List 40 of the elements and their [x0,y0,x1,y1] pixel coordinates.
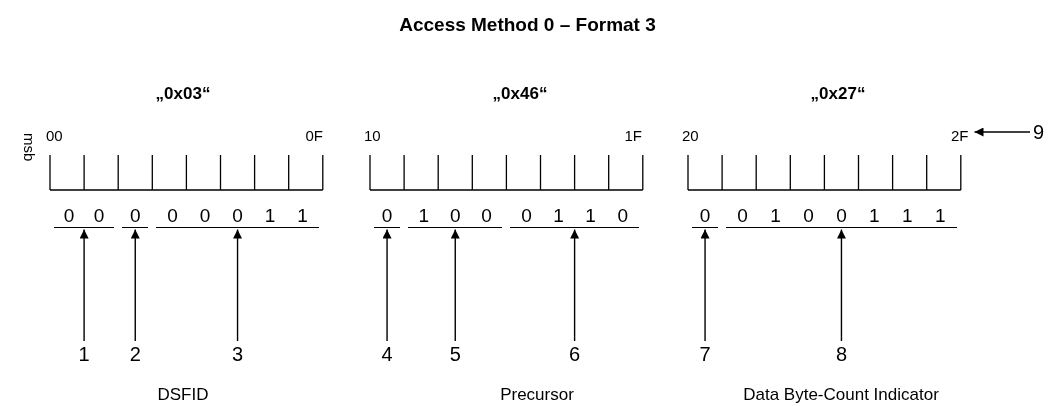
arrow [973,127,1031,137]
arrow [233,228,243,342]
callout-number: 5 [440,343,471,365]
byte-value: „0x46“ [492,84,548,104]
callout-number: 3 [222,343,253,365]
bit-field: 0 [122,205,149,228]
bit-field: 1 0 0 [408,205,503,228]
address-label: 20 [682,127,699,145]
bit-field: 0 1 1 0 [510,205,639,228]
bit-field: 0 0 [54,205,115,228]
callout-number: 9 [1033,121,1045,143]
callout-number: 1 [69,343,100,365]
bit-field: 0 0 0 1 1 [156,205,319,228]
address-label: 1F [624,127,642,145]
arrow [79,228,89,342]
callout-number: 6 [559,343,590,365]
arrow [700,228,710,342]
bit-field: 0 [692,205,719,228]
arrow [836,228,846,342]
callout-number: 8 [826,343,857,365]
callout-number: 4 [372,343,403,365]
diagram-title: Access Method 0 – Format 3 [398,14,657,36]
bit-field: 0 [374,205,401,228]
address-label: 00 [46,127,63,145]
bit-field: 0 1 0 0 1 1 1 [726,205,957,228]
byte-value: „0x27“ [810,84,866,104]
axis-label: msb [20,133,38,162]
field-name: Data Byte-Count Indicator [743,385,939,405]
field-name: Precursor [500,385,574,405]
arrow [382,228,392,342]
field-name: DSFID [157,385,209,405]
byte-value: „0x03“ [155,84,211,104]
arrow [450,228,460,342]
address-label: 2F [951,127,969,144]
callout-number: 7 [690,343,721,365]
callout-number: 2 [120,343,151,365]
arrow [570,228,580,342]
address-label: 0F [305,127,323,145]
arrow [130,228,140,342]
address-label: 10 [364,127,381,145]
